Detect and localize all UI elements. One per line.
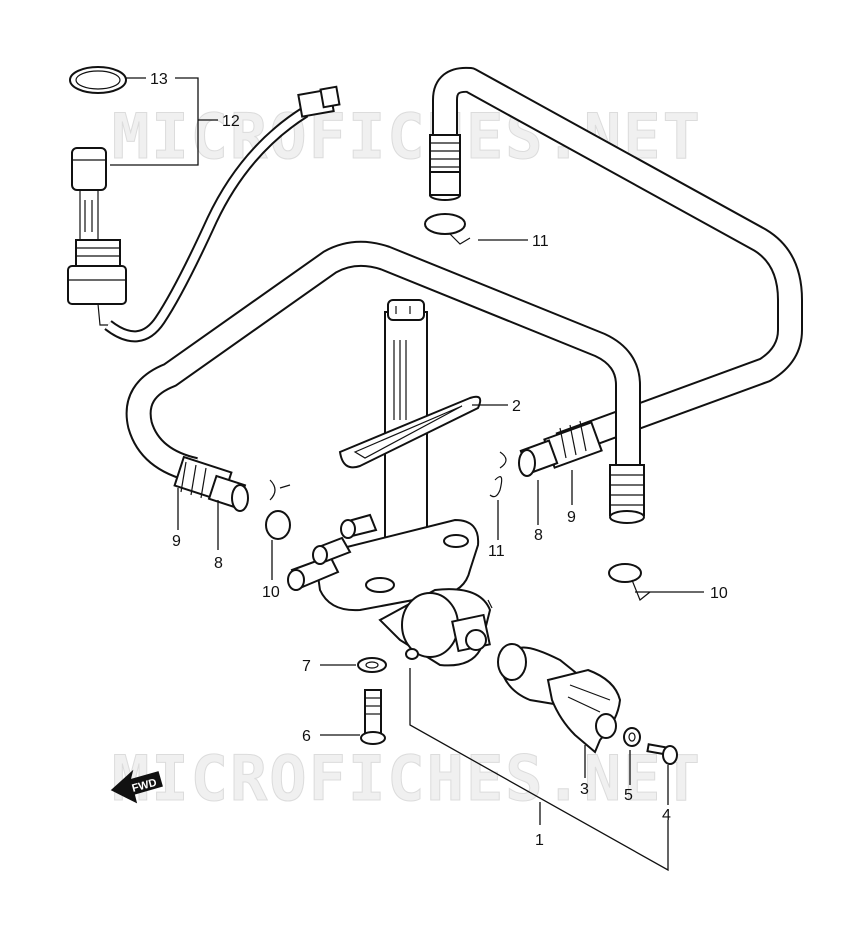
inner-fuel-hose: [125, 240, 641, 483]
clip-10-left: [265, 479, 291, 540]
clip-11-lower: [489, 451, 507, 498]
callout-9-right: 9: [567, 509, 576, 526]
callout-1: 1: [535, 832, 544, 849]
callout-11-upper: 11: [532, 233, 549, 250]
washer-5: [623, 727, 641, 747]
callout-8-left: 8: [214, 555, 223, 572]
callout-2: 2: [512, 398, 521, 415]
hose-end-left: [173, 455, 249, 512]
callout-5: 5: [624, 787, 633, 804]
callout-10-right: 10: [710, 585, 728, 602]
clip-11-upper: [424, 213, 471, 245]
fuel-cock-body: [287, 299, 493, 667]
callout-4: 4: [662, 807, 671, 824]
fuel-sender-unit: [67, 147, 127, 326]
screw-4: [646, 743, 678, 765]
leader-lines: [110, 77, 704, 872]
sender-connector: [297, 85, 341, 118]
watermark-top: MICROFICHES.NET: [112, 100, 702, 173]
callout-7: 7: [302, 658, 311, 675]
o-ring: [69, 66, 127, 94]
outer-fuel-hose: [432, 66, 803, 458]
callout-8-right: 8: [534, 527, 543, 544]
washer-7: [357, 657, 387, 673]
callout-9-left: 9: [172, 533, 181, 550]
callout-3: 3: [580, 781, 589, 798]
hose-end-upper: [429, 134, 461, 201]
hose-end-right-lower: [609, 464, 645, 524]
fuel-cock-knob: [497, 643, 622, 754]
callout-11-lower: 11: [488, 543, 505, 560]
sender-wire: [104, 106, 309, 343]
watermark-bottom: MICROFICHES.NET: [112, 742, 702, 815]
callout-13: 13: [150, 71, 168, 88]
callout-6: 6: [302, 728, 311, 745]
callout-12: 12: [222, 113, 240, 130]
clip-10-right: [608, 563, 651, 601]
callout-10-left: 10: [262, 584, 280, 601]
bolt-6: [360, 689, 386, 745]
hose-end-right-upper: [518, 420, 603, 477]
